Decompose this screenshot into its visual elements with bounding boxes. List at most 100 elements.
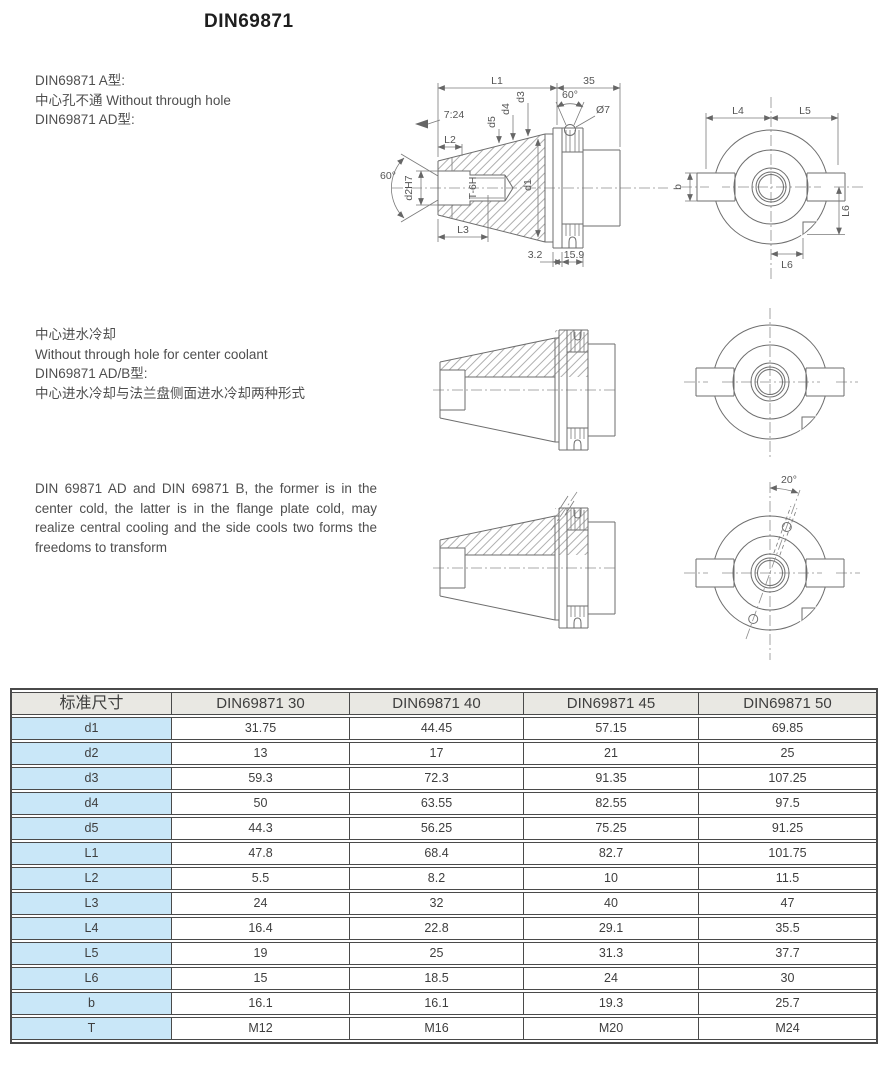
value-cell: 101.75: [699, 842, 876, 865]
value-cell: 25.7: [699, 992, 876, 1015]
text-block-description: DIN 69871 AD and DIN 69871 B, the former…: [35, 481, 377, 555]
front-view-a: L4 L5 b L6 L6: [672, 97, 863, 281]
value-cell: 8.2: [350, 867, 524, 890]
value-cell: 63.55: [350, 792, 524, 815]
value-cell: 97.5: [699, 792, 876, 815]
header-cell-din40: DIN69871 40: [350, 692, 524, 715]
value-cell: M16: [350, 1017, 524, 1040]
dim-label-d2H7: d2H7: [403, 175, 415, 200]
value-cell: 31.3: [524, 942, 699, 965]
text-line: 中心进水冷却: [35, 327, 116, 342]
dim-label-60-top: 60°: [562, 89, 578, 101]
value-cell: 15: [172, 967, 350, 990]
value-cell: 68.4: [350, 842, 524, 865]
dimension-label-cell: b: [12, 992, 172, 1015]
front-view-b-plain: [684, 308, 858, 458]
section-drawing-b: [433, 329, 616, 451]
section-drawing-a: L1 35 d5 d4 d3 L2 7:24 60° Ø7 60° d2H7 T…: [380, 75, 668, 267]
header-cell-din50: DIN69871 50: [699, 692, 876, 715]
dimension-label-cell: L6: [12, 967, 172, 990]
dimension-label-cell: d2: [12, 742, 172, 765]
dimension-label-cell: d1: [12, 717, 172, 740]
page-title: DIN69871: [204, 11, 294, 32]
dimension-label-cell: L4: [12, 917, 172, 940]
value-cell: 30: [699, 967, 876, 990]
text-line: DIN69871 AD型:: [35, 112, 135, 127]
value-cell: M20: [524, 1017, 699, 1040]
value-cell: 57.15: [524, 717, 699, 740]
value-cell: 5.5: [172, 867, 350, 890]
value-cell: 19.3: [524, 992, 699, 1015]
text-line: Without through hole for center coolant: [35, 346, 268, 362]
header-cell-din45: DIN69871 45: [524, 692, 699, 715]
dim-label-L4: L4: [732, 105, 744, 117]
value-cell: 18.5: [350, 967, 524, 990]
front-view-c: 20°: [684, 474, 860, 660]
dimension-label-cell: d5: [12, 817, 172, 840]
dimension-label-cell: L5: [12, 942, 172, 965]
header-cell-din30: DIN69871 30: [172, 692, 350, 715]
value-cell: 10: [524, 867, 699, 890]
value-cell: 69.85: [699, 717, 876, 740]
dim-label-L2: L2: [444, 134, 456, 146]
value-cell: 47.8: [172, 842, 350, 865]
dim-label-d1: d1: [522, 179, 534, 191]
dim-label-taper: 7:24: [444, 109, 465, 121]
dim-label-b: b: [672, 184, 684, 190]
text-line: 中心孔不通 Without through hole: [35, 92, 231, 108]
dim-label-32: 3.2: [528, 249, 543, 261]
value-cell: 16.4: [172, 917, 350, 940]
dim-label-L6-bottom: L6: [781, 259, 793, 271]
text-block-type-a: DIN69871 A型: 中心孔不通 Without through hole …: [35, 71, 231, 130]
value-cell: 75.25: [524, 817, 699, 840]
value-cell: 13: [172, 742, 350, 765]
dimension-label-cell: d3: [12, 767, 172, 790]
value-cell: 19: [172, 942, 350, 965]
value-cell: 24: [524, 967, 699, 990]
dimension-label-cell: L2: [12, 867, 172, 890]
value-cell: 31.75: [172, 717, 350, 740]
value-cell: 47: [699, 892, 876, 915]
header-cell-size: 标准尺寸: [12, 692, 172, 715]
spec-table: 标准尺寸 DIN69871 30 DIN69871 40 DIN69871 45…: [10, 688, 878, 1044]
value-cell: 59.3: [172, 767, 350, 790]
section-drawing-c: [433, 491, 616, 629]
text-line: DIN69871 A型:: [35, 73, 126, 88]
taper-arrow-icon: [415, 119, 428, 129]
value-cell: M12: [172, 1017, 350, 1040]
value-cell: 72.3: [350, 767, 524, 790]
dim-label-35: 35: [583, 75, 595, 87]
dim-label-L3: L3: [457, 224, 469, 236]
value-cell: 22.8: [350, 917, 524, 940]
value-cell: 25: [350, 942, 524, 965]
value-cell: 44.3: [172, 817, 350, 840]
dim-label-ball: Ø7: [596, 104, 610, 116]
value-cell: M24: [699, 1017, 876, 1040]
value-cell: 82.7: [524, 842, 699, 865]
value-cell: 29.1: [524, 917, 699, 940]
dimension-label-cell: d4: [12, 792, 172, 815]
value-cell: 37.7: [699, 942, 876, 965]
value-cell: 56.25: [350, 817, 524, 840]
value-cell: 25: [699, 742, 876, 765]
dim-label-d4: d4: [500, 103, 512, 115]
value-cell: 44.45: [350, 717, 524, 740]
value-cell: 50: [172, 792, 350, 815]
value-cell: 91.25: [699, 817, 876, 840]
value-cell: 82.55: [524, 792, 699, 815]
value-cell: 24: [172, 892, 350, 915]
value-cell: 40: [524, 892, 699, 915]
value-cell: 16.1: [172, 992, 350, 1015]
